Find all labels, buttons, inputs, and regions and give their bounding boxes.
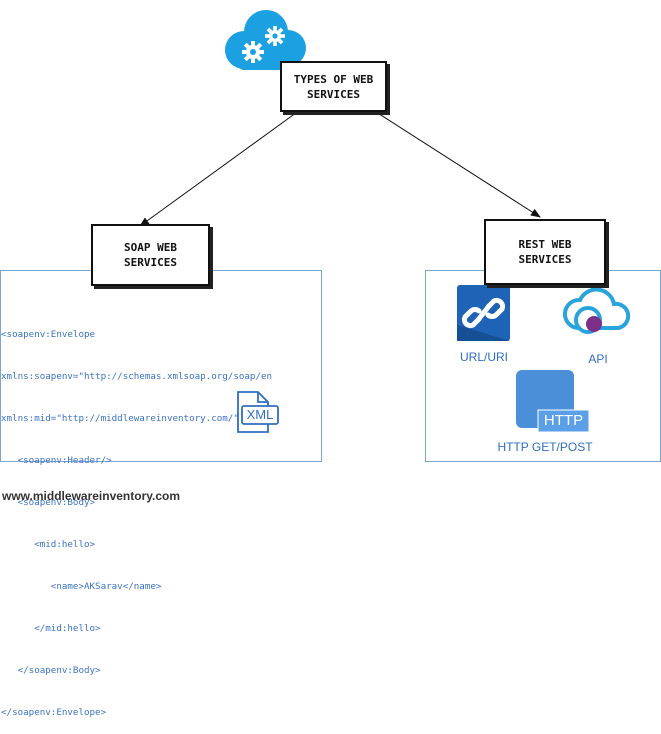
- code-line: xmlns:mid="http://middlewareinventory.co…: [1, 413, 245, 424]
- footer-watermark: www.middlewareinventory.com: [2, 489, 181, 503]
- http-get-post-label: HTTP GET/POST: [497, 440, 593, 454]
- cloud-api-icon: [560, 282, 634, 338]
- soap-code-block: <soapenv:Envelope xmlns:soapenv="http://…: [1, 300, 319, 734]
- connector-arrows: [139, 109, 541, 227]
- code-line: </soapenv:Envelope>: [1, 707, 107, 718]
- url-uri-label: URL/URI: [459, 350, 508, 364]
- xml-file-icon: XML: [232, 390, 280, 436]
- code-line: xmlns:soapenv="http://schemas.xmlsoap.or…: [1, 371, 273, 382]
- arrow-to-rest: [372, 109, 541, 218]
- code-line: <name>AKSarav</name>: [1, 581, 162, 592]
- code-line: <mid:hello>: [1, 539, 96, 550]
- code-line: <soapenv:Body>: [1, 497, 96, 508]
- code-line: </soapenv:Body>: [1, 665, 101, 676]
- code-line: </mid:hello>: [1, 623, 101, 634]
- xml-icon-label: XML: [246, 407, 274, 422]
- code-line: <soapenv:Envelope: [1, 329, 96, 340]
- api-label: API: [588, 352, 608, 366]
- http-icon: HTTP: [513, 370, 590, 433]
- soap-node: SOAP WEB SERVICES: [91, 224, 210, 286]
- rest-node: REST WEB SERVICES: [484, 219, 606, 285]
- code-line: <soapenv:Header/>: [1, 455, 112, 466]
- link-icon: [457, 285, 510, 341]
- arrow-to-soap: [139, 109, 301, 227]
- root-node: TYPES OF WEB SERVICES: [280, 61, 387, 112]
- http-badge: HTTP: [543, 412, 584, 429]
